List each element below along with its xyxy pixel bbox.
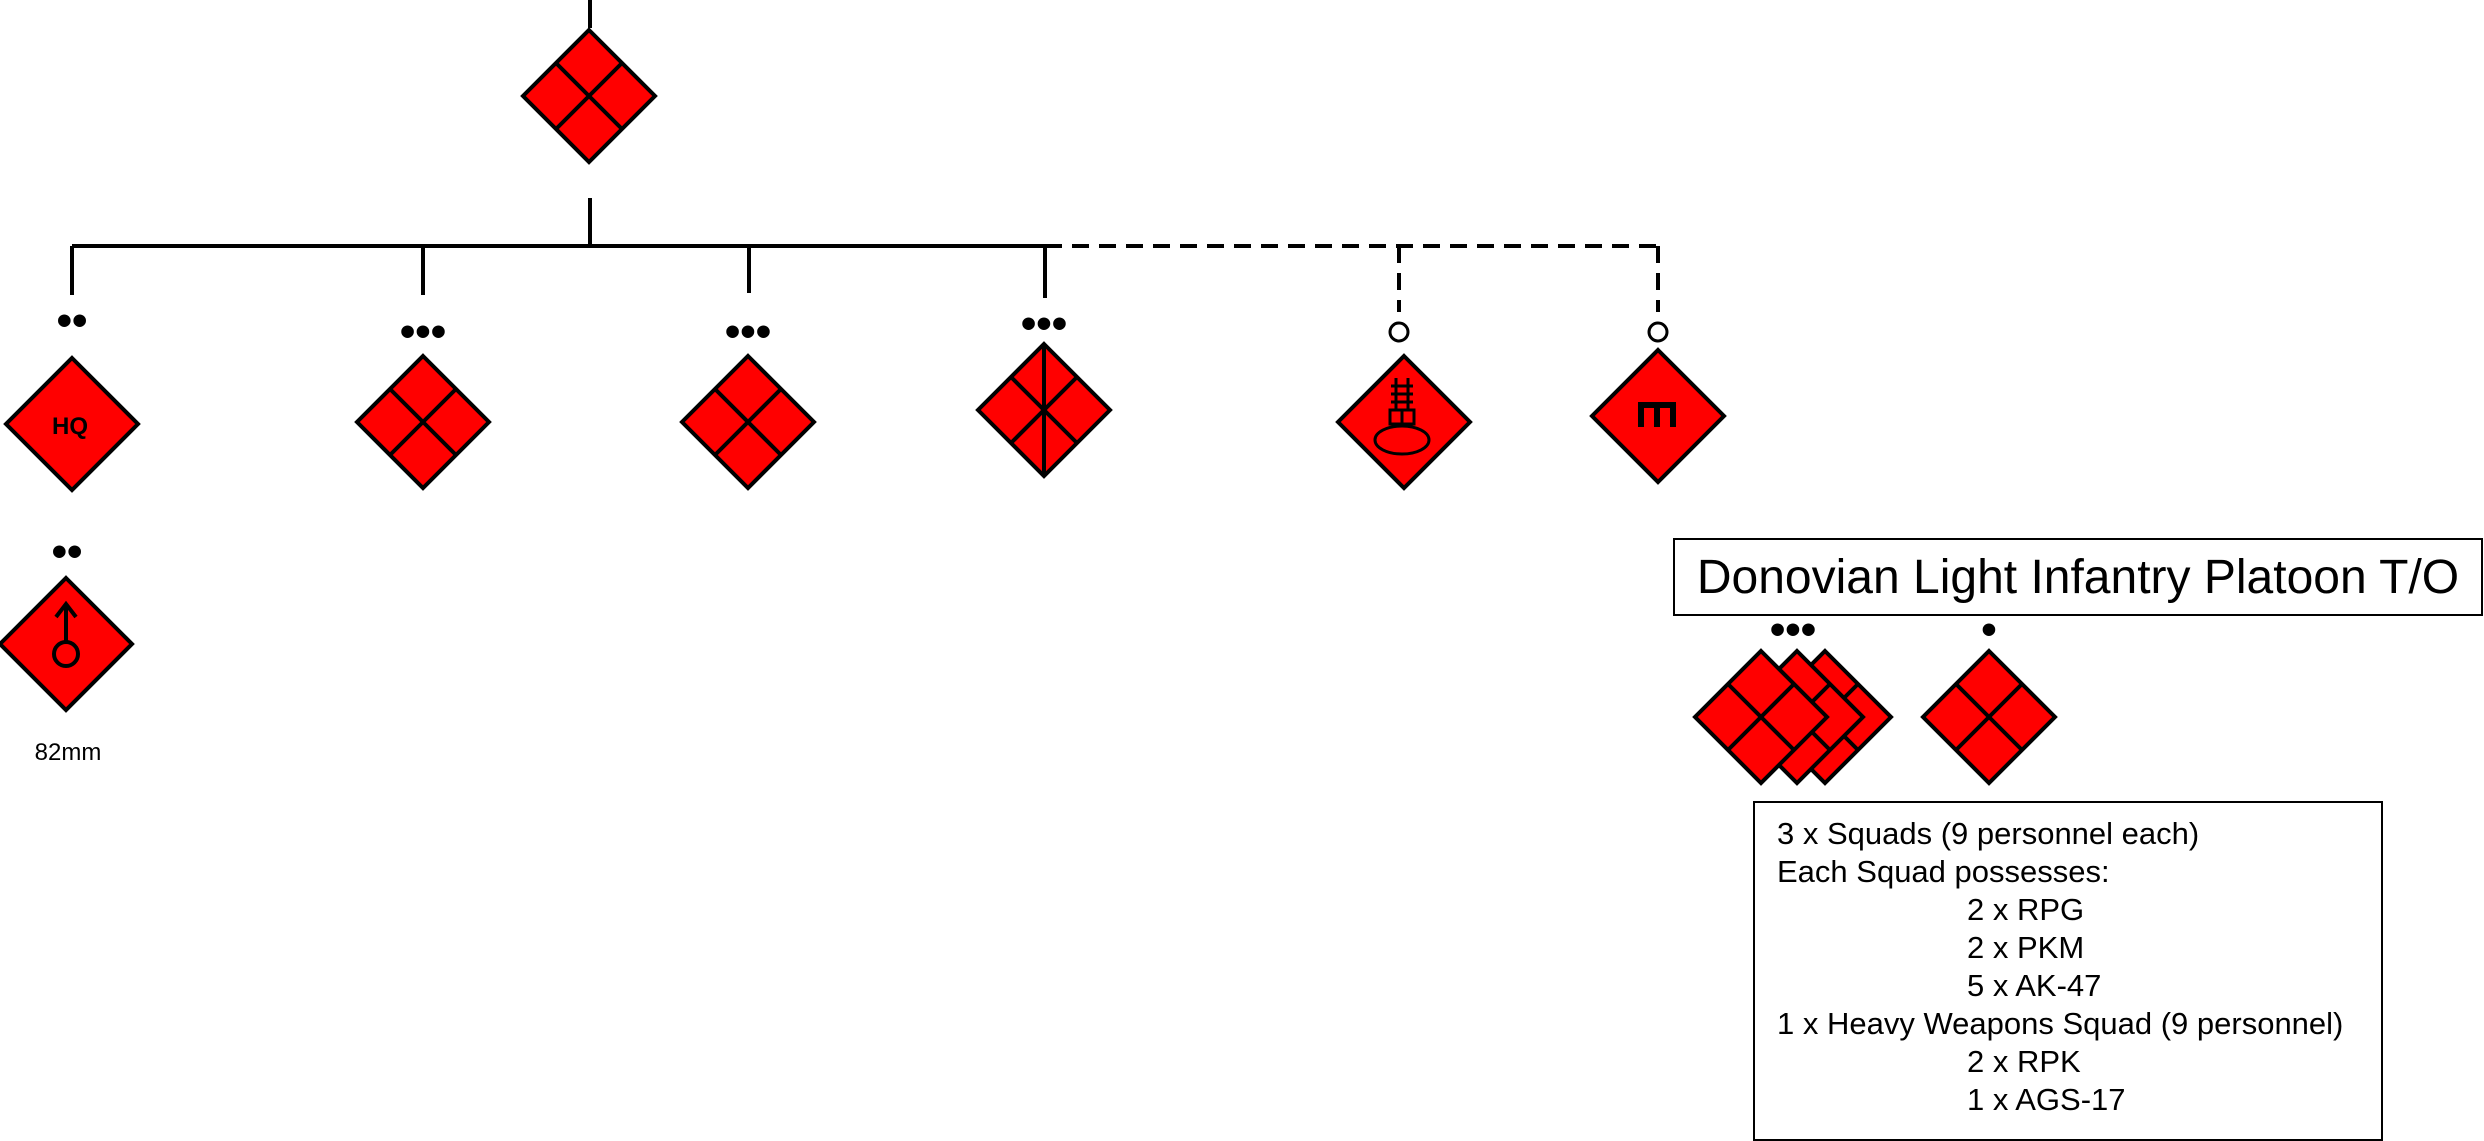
squad-2-cross-b (713, 387, 783, 457)
mortar-baseplate (52, 640, 80, 668)
attached-1-unit (1335, 321, 1473, 491)
info-line: 1 x Heavy Weapons Squad (9 personnel) (1777, 1006, 2344, 1041)
legend-team-cross-b (1954, 682, 2024, 752)
legend-team-echelon: • (1981, 605, 1996, 654)
squad-2-unit: ••• (679, 307, 817, 491)
legend-squad-front (1692, 648, 1830, 786)
legend-squads: ••• (1692, 605, 1894, 786)
info-box: 3 x Squads (9 personnel each) Each Squad… (1753, 801, 2383, 1141)
connector-lines (70, 0, 1660, 312)
attached-connectors (1045, 244, 1660, 312)
squad-1-unit: ••• (354, 307, 492, 491)
info-line: 5 x AK-47 (1967, 968, 2102, 1003)
attached-2-echelon-ring (1647, 321, 1669, 343)
info-line: 3 x Squads (9 personnel each) (1777, 816, 2200, 851)
squad-2-echelon: ••• (725, 307, 771, 356)
mortar-echelon: •• (52, 527, 83, 576)
engineer-icon (1638, 402, 1676, 427)
hq-diamond (3, 355, 141, 493)
info-line: 2 x RPK (1967, 1044, 2081, 1079)
squad-1-echelon: ••• (400, 307, 446, 356)
chart-title: Donovian Light Infantry Platoon T/O (1673, 538, 2483, 616)
platoon-symbol (520, 27, 658, 165)
hq-label: HQ (52, 413, 88, 440)
hq-unit: •• HQ (3, 296, 141, 493)
attached-1-diamond (1335, 353, 1473, 491)
mortar-icon (52, 600, 80, 668)
mortar-caption: 82mm (35, 739, 102, 766)
platoon-cross-b (554, 61, 624, 131)
attached-2-unit (1589, 321, 1727, 485)
info-line: Each Squad possesses: (1777, 854, 2110, 889)
heavy-weapons-echelon: ••• (1021, 299, 1067, 348)
legend-squads-echelon: ••• (1770, 605, 1816, 654)
info-line: 2 x PKM (1967, 930, 2085, 965)
attached-1-echelon-ring (1388, 321, 1410, 343)
mortar-unit: •• 82mm (0, 527, 135, 766)
squad-1-cross-b (388, 387, 458, 457)
mortar-arrowhead (54, 600, 78, 619)
heavy-weapons-unit: ••• (975, 299, 1113, 479)
hq-echelon: •• (57, 296, 88, 345)
info-line: 1 x AGS-17 (1967, 1082, 2126, 1117)
launcher-icon (1373, 378, 1431, 456)
legend-team: • (1920, 605, 2058, 786)
info-line: 2 x RPG (1967, 892, 2085, 927)
